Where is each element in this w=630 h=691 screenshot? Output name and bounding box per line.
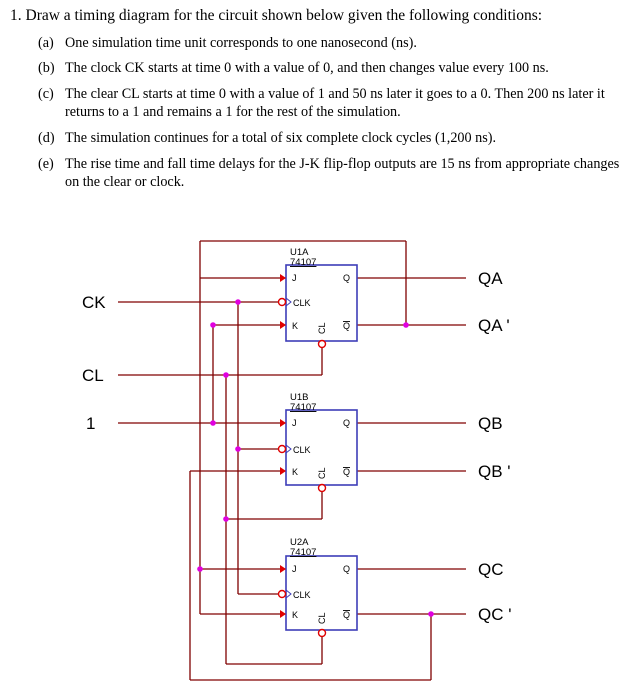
arrow-icon [280, 610, 286, 618]
condition-text: The clear CL starts at time 0 with a val… [65, 86, 605, 120]
pin-q-bar: Q [343, 610, 350, 620]
clock-triangle-icon [285, 589, 292, 599]
pin-q: Q [343, 564, 350, 574]
chip-boxes [285, 264, 358, 631]
pin-k: K [292, 321, 298, 331]
qa-label: QA [478, 269, 503, 288]
condition-text: The rise time and fall time delays for t… [65, 156, 620, 190]
arrow-icon [280, 274, 286, 282]
pin-j: J [292, 418, 297, 428]
junction-dot-icon [235, 446, 241, 452]
problem-title: 1. Draw a timing diagram for the circuit… [10, 7, 543, 24]
junction-dot-icon [235, 299, 241, 305]
pin-q-bar: Q [343, 321, 350, 331]
clr-bubble-icon [317, 628, 327, 638]
pin-clk: CLK [293, 298, 311, 308]
condition-label: (a) [38, 35, 54, 51]
chip-part: 74107 [290, 402, 316, 413]
junction-dot-icon [210, 420, 216, 426]
pin-clr: CL [317, 322, 327, 334]
qb-bar-label: QB ' [478, 462, 511, 481]
chip-u1b [285, 409, 358, 486]
qc-bar-label: QC ' [478, 605, 511, 624]
arrow-icon [280, 565, 286, 573]
clock-triangle-icon [285, 297, 292, 307]
pin-arrows [280, 274, 286, 618]
clr-bubble-icon [317, 339, 327, 349]
chip-u2a [285, 555, 358, 631]
condition-label: (e) [38, 156, 54, 172]
junction-dot-icon [223, 516, 229, 522]
pin-q: Q [343, 418, 350, 428]
condition-label: (c) [38, 86, 54, 102]
one-label: 1 [86, 414, 95, 433]
junction-dot-icon [197, 566, 203, 572]
qa-bar-label: QA ' [478, 316, 510, 335]
clock-triangle-icon [285, 444, 292, 454]
condition-b: (b) The clock CK starts at time 0 with a… [38, 59, 623, 77]
junction-dot-icon [428, 611, 434, 617]
clk-bubble-icon [277, 297, 287, 307]
condition-c: (c) The clear CL starts at time 0 with a… [38, 85, 623, 121]
condition-text: One simulation time unit corresponds to … [65, 35, 417, 51]
pin-k: K [292, 610, 298, 620]
chip-name: U1A [290, 247, 309, 258]
chip-name: U1B [290, 392, 308, 403]
inversion-bubbles [277, 297, 327, 638]
condition-e: (e) The rise time and fall time delays f… [38, 155, 623, 191]
arrow-icon [280, 467, 286, 475]
pin-clk: CLK [293, 590, 311, 600]
pin-clr: CL [317, 467, 327, 479]
arrow-icon [280, 321, 286, 329]
condition-label: (b) [38, 60, 55, 76]
chip-part: 74107 [290, 257, 316, 268]
pin-clk: CLK [293, 445, 311, 455]
junction-dot-icon [210, 322, 216, 328]
cl-label: CL [82, 366, 104, 385]
qc-label: QC [478, 560, 504, 579]
pin-j: J [292, 273, 297, 283]
pin-k: K [292, 467, 298, 477]
chip-name: U2A [290, 537, 309, 548]
junction-dot-icon [403, 322, 409, 328]
wires [118, 240, 466, 681]
pin-q-bar: Q [343, 467, 350, 477]
ck-label: CK [82, 293, 106, 312]
chip-part: 74107 [290, 547, 316, 558]
chip-u1a [285, 264, 358, 342]
junction-dot-icon [223, 372, 229, 378]
pin-q: Q [343, 273, 350, 283]
junctions [197, 299, 434, 617]
qb-label: QB [478, 414, 503, 433]
clr-bubble-icon [317, 483, 327, 493]
arrow-icon [280, 419, 286, 427]
clk-bubble-icon [277, 444, 287, 454]
pin-clr: CL [317, 612, 327, 624]
pin-j: J [292, 564, 297, 574]
condition-label: (d) [38, 130, 55, 146]
condition-a: (a) One simulation time unit corresponds… [38, 34, 623, 52]
condition-d: (d) The simulation continues for a total… [38, 129, 623, 147]
condition-text: The clock CK starts at time 0 with a val… [65, 60, 549, 76]
clock-triangles [285, 297, 292, 599]
condition-text: The simulation continues for a total of … [65, 130, 497, 146]
clk-bubble-icon [277, 589, 287, 599]
